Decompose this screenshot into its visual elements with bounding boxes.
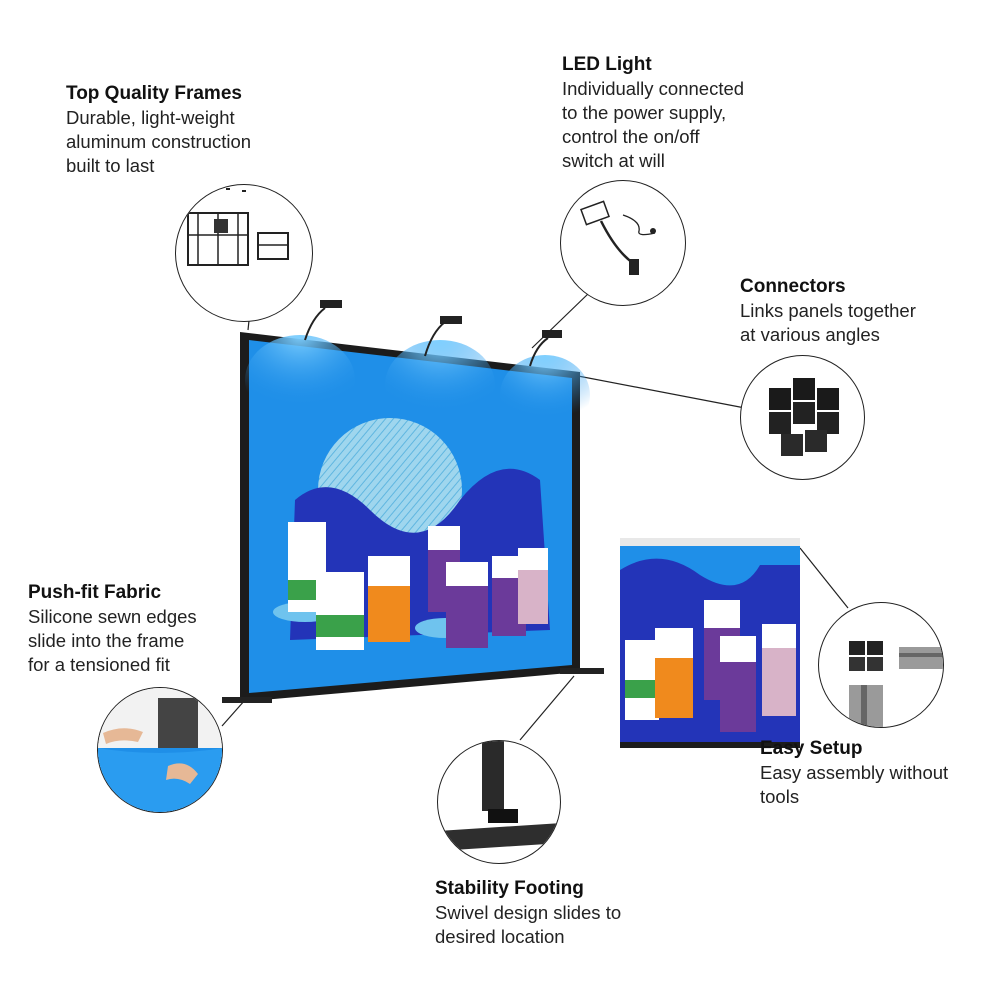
feature-text: Easy assembly without bbox=[760, 762, 949, 783]
led-inset bbox=[560, 180, 686, 306]
feature-text: Swivel design slides to bbox=[435, 902, 622, 923]
feature-connectors: Connectors Links panels together at vari… bbox=[740, 275, 916, 347]
spotlight bbox=[245, 335, 355, 425]
feature-title: Connectors bbox=[740, 276, 846, 297]
leader-led bbox=[531, 291, 591, 349]
feature-led: LED Light Individually connected to the … bbox=[562, 53, 744, 173]
feature-text: to the power supply, bbox=[562, 102, 727, 123]
feature-title: Top Quality Frames bbox=[66, 83, 242, 104]
feature-title: Easy Setup bbox=[760, 738, 863, 759]
feature-text: tools bbox=[760, 786, 800, 807]
led-lamps bbox=[304, 300, 562, 367]
feature-text: built to last bbox=[66, 155, 155, 176]
feature-text: Durable, light-weight bbox=[66, 107, 235, 128]
fabric-edge-icon bbox=[98, 688, 222, 812]
feature-text: Silicone sewn edges bbox=[28, 606, 197, 627]
feature-text: aluminum construction bbox=[66, 131, 252, 152]
frames-inset bbox=[175, 184, 313, 322]
leader-fabric bbox=[221, 699, 246, 727]
feature-text: switch at will bbox=[562, 150, 665, 171]
led-lamp-icon bbox=[580, 200, 656, 275]
feature-text: for a tensioned fit bbox=[28, 654, 170, 675]
leader-setup bbox=[799, 547, 849, 609]
feature-title: Stability Footing bbox=[435, 878, 584, 899]
foot bbox=[222, 697, 272, 703]
frame-structure-icon bbox=[187, 188, 289, 266]
feature-text: desired location bbox=[435, 926, 565, 947]
feature-fabric: Push-fit Fabric Silicone sewn edges slid… bbox=[28, 581, 197, 677]
feature-title: Push-fit Fabric bbox=[28, 582, 162, 603]
counter-top bbox=[620, 538, 800, 546]
feature-text: Individually connected bbox=[562, 78, 745, 99]
fabric-inset bbox=[97, 687, 223, 813]
foot bbox=[560, 668, 604, 674]
feature-text: at various angles bbox=[740, 324, 880, 345]
setup-inset bbox=[818, 602, 944, 728]
feature-text: control the on/off bbox=[562, 126, 700, 147]
feature-text: slide into the frame bbox=[28, 630, 185, 651]
feature-footing: Stability Footing Swivel design slides t… bbox=[435, 877, 621, 949]
connector-block-icon bbox=[769, 378, 839, 456]
setup-icon bbox=[849, 641, 943, 727]
connectors-inset bbox=[740, 355, 865, 480]
feature-title: LED Light bbox=[562, 54, 652, 75]
feature-frames: Top Quality Frames Durable, light-weight… bbox=[66, 82, 251, 178]
spotlight bbox=[385, 340, 495, 430]
footing-icon bbox=[438, 741, 560, 851]
footing-inset bbox=[437, 740, 561, 864]
leader-connectors bbox=[577, 375, 746, 409]
feature-setup: Easy Setup Easy assembly without tools bbox=[760, 737, 948, 809]
spotlight bbox=[500, 355, 590, 435]
feature-text: Links panels together bbox=[740, 300, 916, 321]
leader-footing bbox=[519, 675, 575, 741]
product-cartons bbox=[288, 522, 548, 650]
